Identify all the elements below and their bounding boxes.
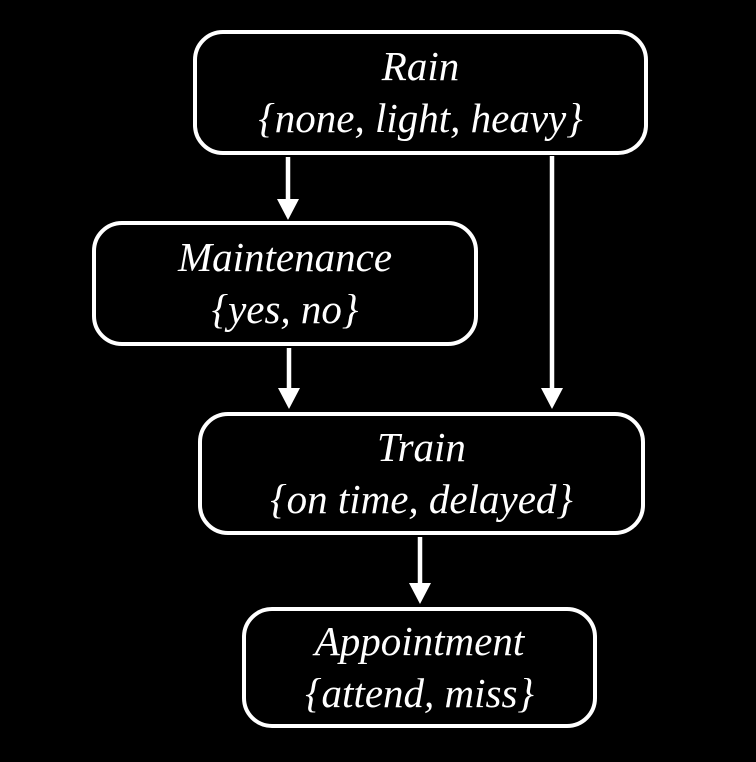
edge-rain-to-maintenance [277,157,299,220]
edge-maintenance-to-train [278,348,300,409]
node-train-label: Train [377,424,466,471]
node-maintenance-label: Maintenance [177,234,393,281]
edge-rain-to-train-arrowhead-icon [541,388,563,409]
node-maintenance-values: {yes, no} [211,285,359,332]
edge-rain-to-train [541,156,563,409]
edge-train-to-appointment-arrowhead-icon [409,583,431,604]
node-maintenance: Maintenance {yes, no} [92,221,478,346]
node-appointment-values: {attend, miss} [305,669,534,716]
edge-maintenance-to-train-arrowhead-icon [278,388,300,409]
node-appointment: Appointment {attend, miss} [242,607,597,728]
node-rain-values: {none, light, heavy} [258,94,583,141]
node-train: Train {on time, delayed} [198,412,645,535]
edge-rain-to-maintenance-arrowhead-icon [277,199,299,220]
node-rain-label: Rain [381,43,460,90]
node-rain: Rain {none, light, heavy} [193,30,648,155]
edge-train-to-appointment [409,537,431,604]
node-appointment-label: Appointment [314,618,525,665]
node-train-values: {on time, delayed} [270,475,573,522]
